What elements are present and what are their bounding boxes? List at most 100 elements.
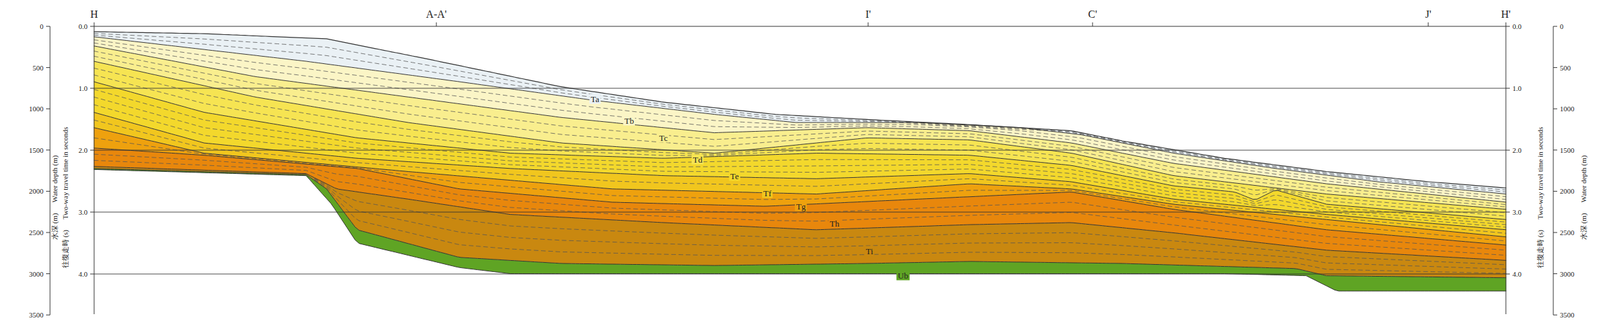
- tick-mark: [90, 211, 95, 213]
- tick-mark: [868, 22, 869, 27]
- section-point: C': [1087, 9, 1098, 20]
- axis-title-text: 水深 (m): [51, 213, 59, 241]
- section-point: J': [1424, 9, 1431, 20]
- unit-boundary: [94, 46, 1507, 203]
- axis-line: [1553, 26, 1554, 315]
- tick-mark: [1505, 150, 1510, 151]
- unit-label: Tg: [795, 201, 807, 212]
- depth-tick: 2500: [28, 229, 44, 237]
- reflector-line: [94, 104, 1507, 228]
- depth-tick: 1500: [28, 146, 44, 154]
- tick-mark: [1428, 22, 1429, 27]
- unit-boundary: [94, 127, 1507, 237]
- reflector-line: [94, 51, 1507, 205]
- reflector-line: [94, 154, 1507, 251]
- depth-tick: 3500: [28, 311, 44, 319]
- tick-mark: [1553, 190, 1558, 192]
- tick-mark: [436, 22, 438, 27]
- tick-mark: [1505, 88, 1510, 89]
- grid-line: [94, 211, 1506, 213]
- axis-title: 水深 (m) Water depth (m): [51, 150, 59, 245]
- unit-boundary: [94, 61, 1507, 210]
- reflector-line: [94, 96, 1507, 225]
- time-tick: 2.0: [78, 146, 88, 155]
- time-tick: 4.0: [1512, 270, 1522, 278]
- tick-mark: [94, 22, 95, 27]
- tick-mark: [1553, 108, 1558, 110]
- tick-mark: [1553, 232, 1558, 233]
- time-tick: 2.0: [1512, 146, 1522, 155]
- axis-line: [94, 26, 95, 314]
- reflector-line: [94, 55, 1507, 207]
- tick-mark: [1505, 211, 1510, 213]
- depth-tick: 1500: [1559, 146, 1575, 154]
- reflector-line: [314, 179, 1507, 270]
- tick-mark: [46, 67, 51, 68]
- tick-mark: [46, 232, 51, 233]
- reflector-line: [314, 178, 1507, 265]
- depth-tick: 500: [32, 63, 45, 72]
- tick-mark: [46, 149, 51, 151]
- depth-tick: 2000: [1559, 187, 1575, 195]
- unit-label: Td: [691, 154, 704, 165]
- tick-mark: [1553, 67, 1558, 68]
- depth-tick: 500: [1559, 63, 1572, 72]
- axis-line: [1505, 26, 1507, 314]
- depth-tick: 2000: [28, 187, 44, 195]
- axis-title-text: Water depth (m): [51, 155, 59, 203]
- unit-label: Ti: [864, 246, 875, 257]
- time-tick: 4.0: [78, 270, 88, 278]
- depth-tick: 2500: [1559, 229, 1575, 237]
- time-tick: 1.0: [1512, 84, 1522, 93]
- unit-label: Ta: [589, 94, 601, 104]
- tick-mark: [90, 26, 95, 27]
- time-tick: 3.0: [1512, 208, 1522, 216]
- tick-mark: [46, 190, 51, 192]
- grid-line: [94, 88, 1506, 89]
- reflector-line: [94, 40, 1507, 197]
- unit-label: Tf: [762, 188, 773, 199]
- tick-mark: [1505, 22, 1507, 27]
- unit-boundary: [94, 36, 1507, 195]
- depth-tick: 3500: [1559, 311, 1575, 319]
- tick-mark: [1505, 273, 1510, 275]
- unit-label: Tb: [623, 115, 636, 126]
- depth-tick: 1000: [28, 105, 44, 113]
- section-point: I': [865, 9, 871, 20]
- reflector-line: [94, 67, 1507, 213]
- depth-tick: 0: [1559, 23, 1564, 31]
- axis-title-text: 水深 (m): [1580, 213, 1588, 241]
- depth-tick: 1000: [1559, 105, 1575, 113]
- unit-label: Te: [729, 171, 741, 181]
- grid-line: [94, 150, 1506, 151]
- unit-boundary: [94, 169, 1507, 291]
- unit-band: [94, 168, 1507, 291]
- unit-boundary: [94, 112, 1507, 230]
- axis-title-text: Water depth (m): [1580, 155, 1588, 203]
- unit-boundary: [94, 148, 1507, 245]
- frame-line: [94, 25, 1506, 27]
- tick-mark: [46, 108, 51, 110]
- reflector-line: [94, 33, 1507, 191]
- tick-mark: [90, 150, 95, 151]
- tick-mark: [46, 26, 51, 27]
- unit-boundary: [94, 81, 1507, 220]
- unit-label: Tc: [658, 132, 670, 143]
- time-tick: 1.0: [78, 84, 88, 93]
- tick-mark: [1553, 273, 1558, 274]
- axis-title-text: 往復走時 (s): [61, 229, 70, 268]
- time-tick: 3.0: [78, 208, 88, 216]
- unit-boundary: [94, 166, 1507, 261]
- section-point: A-A': [425, 9, 447, 20]
- section-point: H: [90, 9, 99, 20]
- tick-mark: [90, 273, 95, 275]
- reflector-line: [94, 34, 1507, 192]
- depth-tick: 0: [40, 23, 45, 31]
- tick-mark: [1553, 314, 1558, 316]
- tick-mark: [90, 88, 95, 89]
- axis-title-text: Two-way travel time in seconds: [1536, 127, 1545, 220]
- unit-boundary: [94, 31, 1507, 188]
- axis-title-text: Two-way travel time in seconds: [61, 127, 70, 220]
- axis-line: [50, 26, 51, 315]
